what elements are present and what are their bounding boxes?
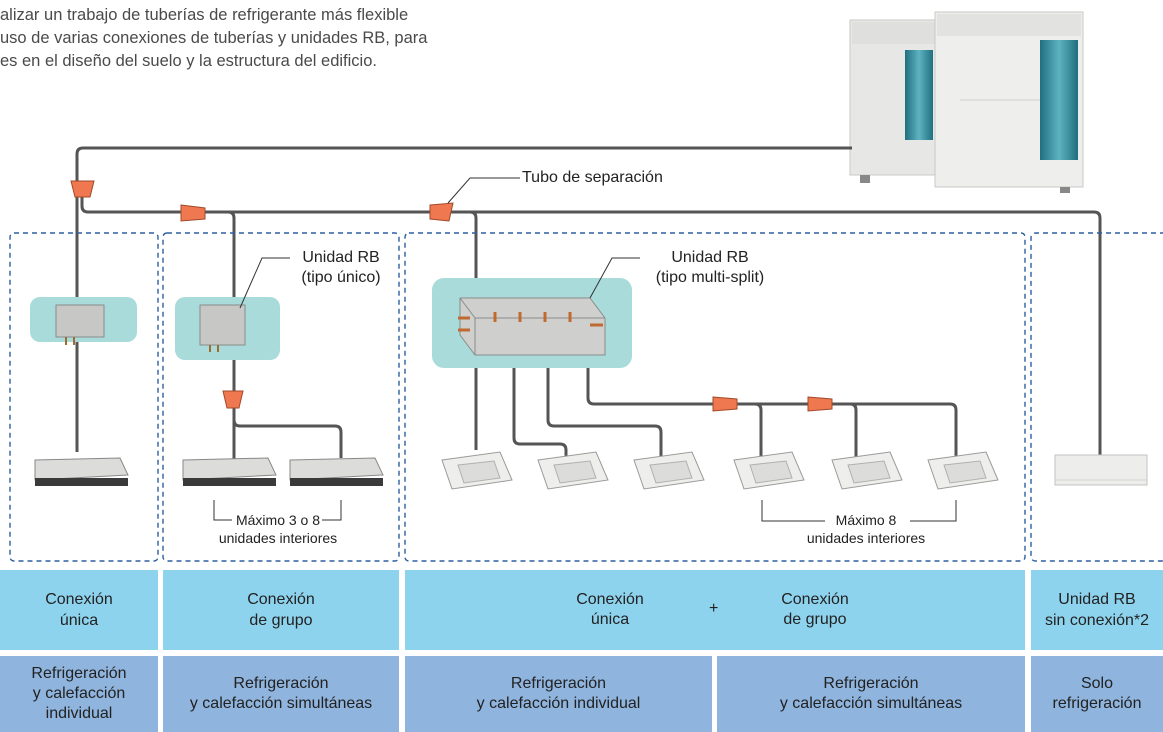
intro-line-2: uso de varias conexiones de tuberías y u… (0, 29, 428, 47)
m2-line-1: Refrigeración (233, 675, 329, 692)
max-8-note: Máximo 8 unidades interiores (792, 511, 940, 547)
c1-line-1: Conexión (45, 591, 113, 608)
max-3-line-1: Máximo 3 o 8 (235, 512, 321, 528)
m3-line-1: Refrigeración (510, 675, 607, 692)
rb-single-line-1: Unidad RB (302, 249, 380, 266)
separation-joints (70, 180, 833, 412)
m4-line-1: Refrigeración (823, 675, 919, 692)
m1-line-2: y calefacción (32, 685, 126, 702)
connection-single: Conexión única (0, 570, 158, 650)
rb-multi-line-2: (tipo multi-split) (655, 269, 765, 286)
wall-mounted-unit (1054, 454, 1148, 486)
intro-text: alizar un trabajo de tuberías de refrige… (0, 4, 560, 73)
ducted-indoor-units (34, 457, 384, 486)
m5-line-2: refrigeración (1052, 695, 1142, 712)
mode-individual-2: Refrigeración y calefacción individual (405, 656, 712, 732)
max-8-line-2: unidades interiores (806, 530, 926, 546)
connection-combined (405, 570, 1025, 650)
max-8-line-1: Máximo 8 (835, 512, 897, 528)
m2-line-2: y calefacción simultáneas (189, 695, 373, 712)
c2-line-2: de grupo (249, 612, 313, 629)
m1-line-3: individual (45, 705, 113, 722)
mode-simultaneous: Refrigeración y calefacción simultáneas (163, 656, 399, 732)
rb-multi-label: Unidad RB (tipo multi-split) (636, 248, 784, 288)
c3b-line-2: de grupo (783, 611, 847, 628)
zone-outlines (9, 232, 1163, 562)
c3a-line-1: Conexión (576, 591, 644, 608)
m3-line-2: y calefacción individual (476, 695, 641, 712)
max-3-line-2: unidades interiores (218, 530, 338, 546)
connection-combined-group: Conexión de grupo (760, 590, 870, 630)
c1-line-2: única (59, 612, 99, 629)
rb-single-label: Unidad RB (tipo único) (286, 248, 396, 288)
mode-individual: Refrigeración y calefacción individual (0, 656, 158, 732)
rb-single-line-2: (tipo único) (301, 269, 381, 286)
max-3-note: Máximo 3 o 8 unidades interiores (204, 511, 352, 547)
connection-combined-single: Conexión única (560, 590, 660, 630)
separation-tube-label: Tubo de separación (522, 169, 663, 186)
rb-multi-line-1: Unidad RB (671, 249, 749, 266)
connection-group: Conexión de grupo (163, 570, 399, 650)
c4-line-1: Unidad RB (1058, 591, 1136, 608)
m1-line-1: Refrigeración (31, 665, 127, 682)
mode-simultaneous-2: Refrigeración y calefacción simultáneas (717, 656, 1025, 732)
intro-line-1: alizar un trabajo de tuberías de refrige… (0, 6, 409, 24)
outdoor-unit (849, 11, 1084, 193)
c3b-line-1: Conexión (781, 591, 849, 608)
rb-unit-boxes (30, 278, 632, 368)
plus-sign: + (709, 600, 719, 617)
c3a-line-2: única (590, 611, 630, 628)
mode-cooling-only: Solo refrigeración (1031, 656, 1163, 732)
leader-lines (213, 177, 957, 522)
c4-line-2: sin conexión*2 (1044, 612, 1150, 629)
c2-line-1: Conexión (247, 591, 315, 608)
intro-line-3: es en el diseño del suelo y la estructur… (0, 52, 377, 70)
m4-line-2: y calefacción simultáneas (779, 695, 963, 712)
m5-line-1: Solo (1080, 675, 1114, 692)
refrigerant-pipes (75, 146, 1102, 460)
cassette-indoor-units (441, 451, 999, 490)
connection-none: Unidad RB sin conexión*2 (1031, 570, 1163, 650)
